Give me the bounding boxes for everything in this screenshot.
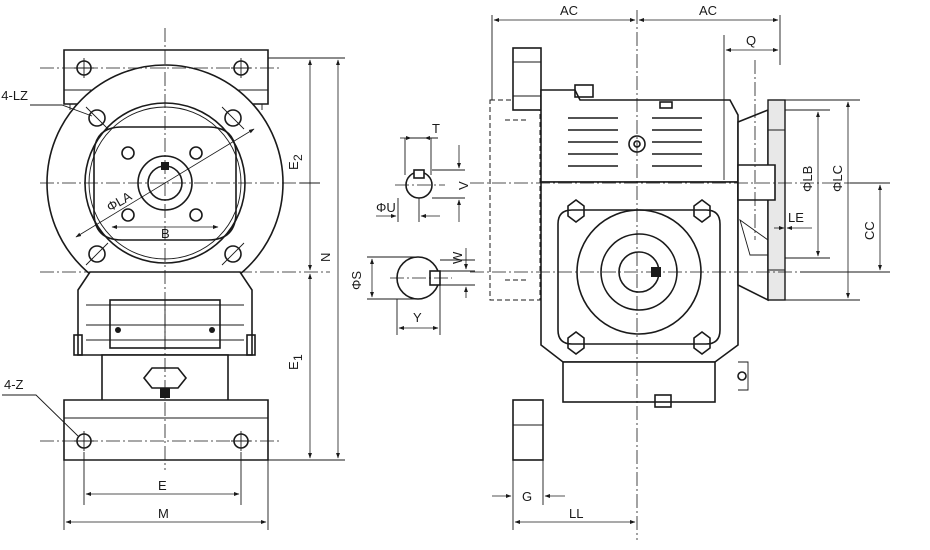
label-b: B <box>161 226 170 241</box>
label-y: Y <box>413 310 422 325</box>
label-ac-right: AC <box>699 3 717 18</box>
label-t: T <box>432 121 440 136</box>
side-view <box>470 10 890 540</box>
label-cc: CC <box>862 221 877 240</box>
label-phi-u: ΦU <box>376 200 396 215</box>
label-e1: E <box>286 361 301 370</box>
label-g: G <box>522 489 532 504</box>
label-phi-lb: ΦLB <box>800 166 815 192</box>
shaft-detail <box>367 136 475 335</box>
label-q: Q <box>746 33 756 48</box>
label-phi-lc: ΦLC <box>830 165 845 192</box>
label-e: E <box>158 478 167 493</box>
front-view <box>2 28 345 530</box>
label-phi-s: ΦS <box>349 271 364 290</box>
dimension-labels: 4-LZ 4-Z ΦLA B E M E 2 E 1 N T V ΦU W ΦS… <box>1 3 877 521</box>
label-w: W <box>450 251 465 264</box>
label-4-z: 4-Z <box>4 377 24 392</box>
label-ac-left: AC <box>560 3 578 18</box>
label-ll: LL <box>569 506 583 521</box>
label-n: N <box>318 253 333 262</box>
label-e1-group: E 1 <box>286 354 305 370</box>
label-e2-group: E 2 <box>286 154 305 170</box>
label-m: M <box>158 506 169 521</box>
label-e2: E <box>286 161 301 170</box>
label-e1-sub: 1 <box>291 354 305 361</box>
label-v: V <box>456 181 471 190</box>
label-le: LE <box>788 210 804 225</box>
label-e2-sub: 2 <box>291 154 305 161</box>
label-4-lz: 4-LZ <box>1 88 28 103</box>
